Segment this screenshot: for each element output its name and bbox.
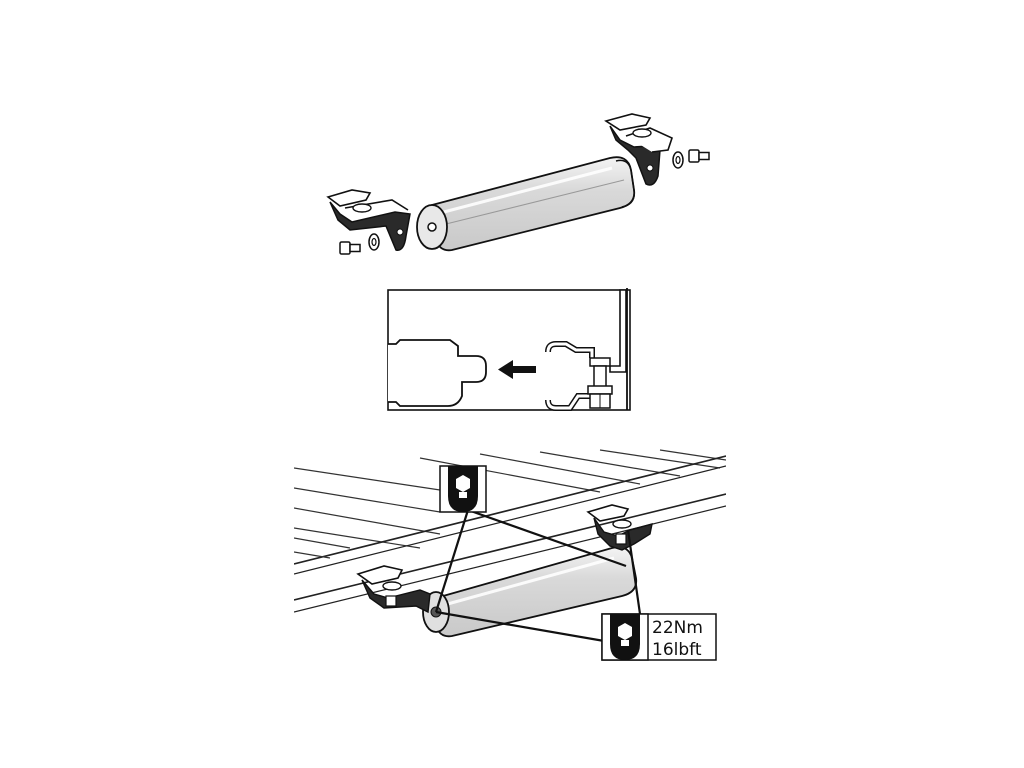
arrow-left-icon	[498, 360, 536, 379]
installed-right-bracket	[586, 504, 653, 551]
torque-leader-lines	[434, 508, 642, 644]
installed-left-bracket	[356, 565, 431, 614]
installed-view: 22Nm 16lbft	[294, 449, 726, 661]
exploded-view	[326, 113, 710, 255]
right-mounting-bracket	[604, 113, 710, 186]
torque-metric: 22Nm	[652, 618, 703, 638]
light-bar-housing	[416, 156, 636, 252]
bracket-profile	[545, 288, 628, 411]
wrench-icon	[601, 613, 649, 661]
roof-rack	[294, 449, 726, 613]
housing-profile	[388, 339, 487, 407]
torque-spec: 22Nm 16lbft	[601, 613, 717, 661]
left-mounting-bracket	[326, 189, 411, 255]
wrench-icon	[439, 465, 487, 513]
torque-imperial: 16lbft	[652, 640, 702, 660]
installed-light-housing	[422, 546, 638, 638]
detail-inset	[387, 288, 631, 411]
